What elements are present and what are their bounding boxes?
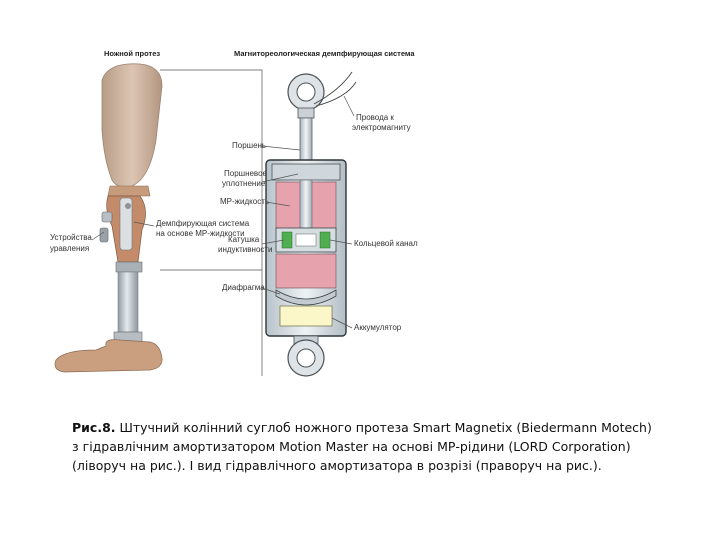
label-control-device-1: Устройства — [50, 233, 92, 242]
label-coil-1: Катушка — [228, 235, 260, 244]
leg-prosthesis-illustration — [54, 63, 163, 373]
label-coil-2: индуктивности — [218, 245, 273, 254]
label-seal-1: Поршневое — [224, 169, 268, 178]
left-title: Ножной протез — [104, 49, 160, 58]
label-wire-2: электромагниту — [352, 123, 411, 132]
figure-caption: Рис.8. Штучний колінний суглоб ножного п… — [72, 418, 662, 475]
caption-text: Штучний колінний суглоб ножного протеза … — [72, 420, 652, 473]
prosthesis-diagram: Ножной протез Магнитореологическая демпф… — [50, 49, 418, 377]
right-title: Магнитореологическая демпфирующая систем… — [234, 49, 415, 58]
label-accumulator: Аккумулятор — [354, 323, 402, 332]
caption-figure-ref: Рис.8. — [72, 420, 116, 435]
label-annular-gap: Кольцевой канал — [354, 239, 418, 248]
label-mr-fluid: МР-жидкость — [220, 197, 269, 206]
label-control-device-2: уравления — [50, 244, 89, 253]
mr-damper-cutaway — [265, 71, 357, 377]
label-seal-2: уплотнение — [222, 179, 266, 188]
label-damper-2: на основе МР-жидкости — [156, 229, 245, 238]
label-damper-1: Демпфирующая система — [156, 219, 250, 228]
label-piston: Поршень — [232, 141, 266, 150]
label-wire-1: Провода к — [356, 113, 394, 122]
label-diaphragm: Диафрагма — [222, 283, 265, 292]
